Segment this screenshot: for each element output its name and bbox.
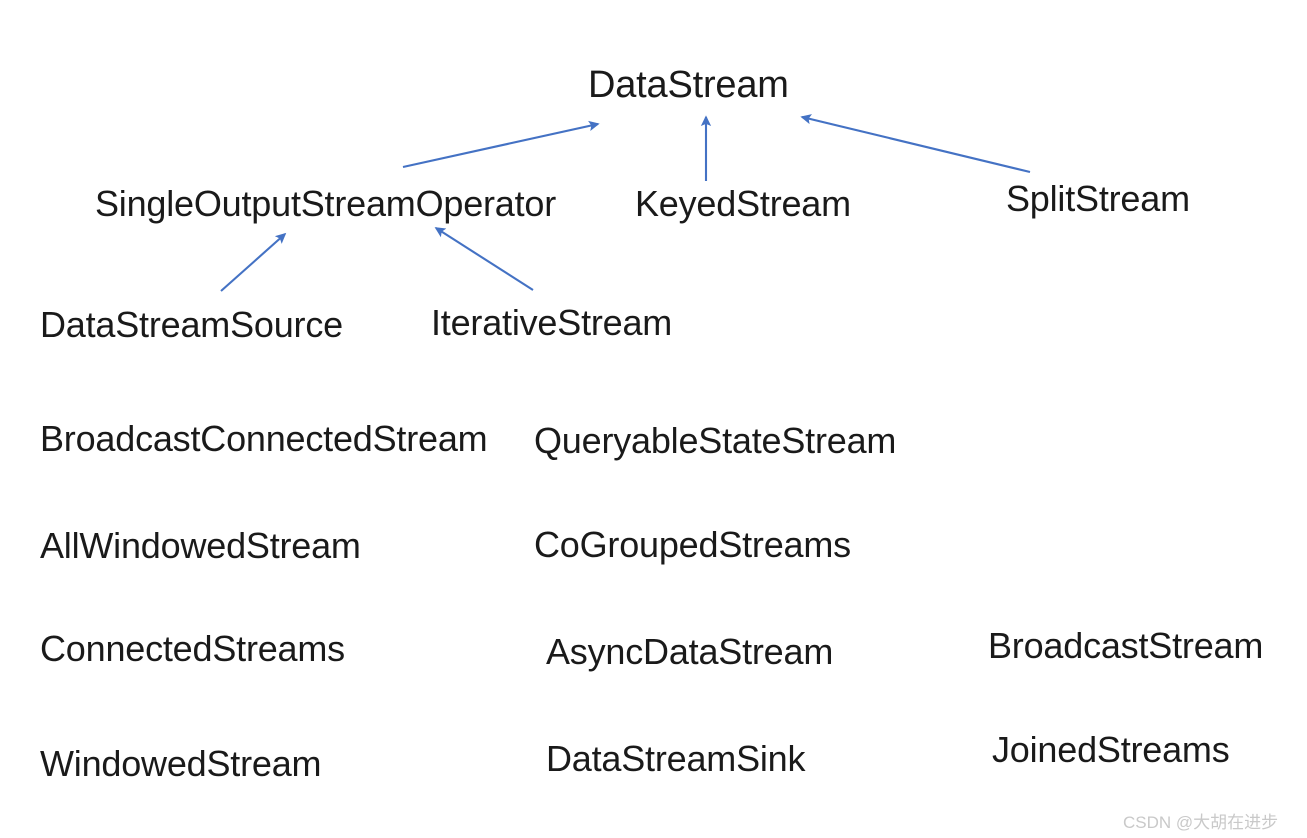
node-broadcast-connected-stream[interactable]: BroadcastConnectedStream <box>40 418 488 459</box>
node-data-stream[interactable]: DataStream <box>588 64 789 106</box>
node-async-data-stream[interactable]: AsyncDataStream <box>546 631 834 672</box>
edge-data-stream-source-to-single-output-stream-operator <box>220 232 287 292</box>
node-single-output-stream-operator[interactable]: SingleOutputStreamOperator <box>95 183 557 224</box>
node-joined-streams[interactable]: JoinedStreams <box>992 729 1230 770</box>
node-data-stream-sink[interactable]: DataStreamSink <box>546 738 806 779</box>
node-connected-streams[interactable]: ConnectedStreams <box>40 628 345 669</box>
node-queryable-state-stream[interactable]: QueryableStateStream <box>534 420 897 461</box>
edge-single-output-stream-operator-to-data-stream <box>402 120 600 169</box>
node-iterative-stream[interactable]: IterativeStream <box>431 302 673 343</box>
watermark: CSDN @大胡在进步 <box>1123 813 1279 832</box>
edge-iterative-stream-to-single-output-stream-operator <box>434 227 534 291</box>
edge-split-stream-to-data-stream <box>800 114 1031 174</box>
node-data-stream-source[interactable]: DataStreamSource <box>40 304 343 345</box>
node-windowed-stream[interactable]: WindowedStream <box>40 743 322 784</box>
node-all-windowed-stream[interactable]: AllWindowedStream <box>40 525 361 566</box>
node-split-stream[interactable]: SplitStream <box>1006 178 1190 219</box>
node-keyed-stream[interactable]: KeyedStream <box>635 183 851 224</box>
node-broadcast-stream[interactable]: BroadcastStream <box>988 625 1264 666</box>
node-co-grouped-streams[interactable]: CoGroupedStreams <box>534 524 851 565</box>
